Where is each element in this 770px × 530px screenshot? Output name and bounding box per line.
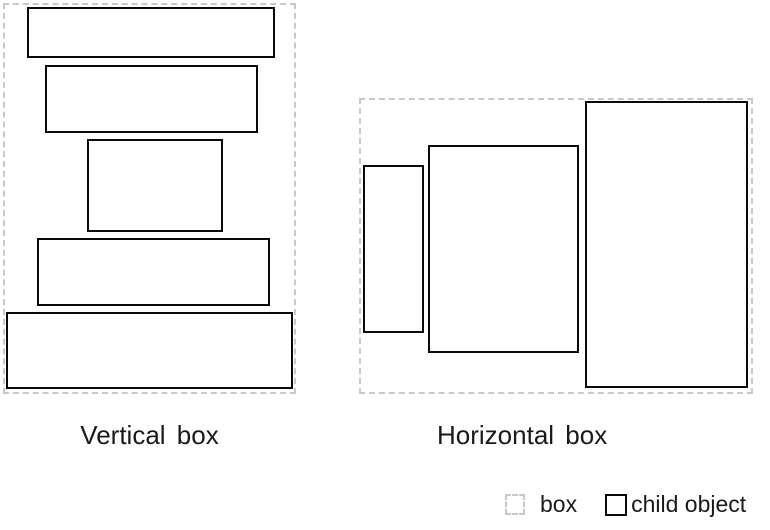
child-object-swatch-icon	[605, 493, 628, 516]
horizontal-box	[359, 98, 753, 394]
vertical-box-label: Vertical box	[80, 420, 219, 450]
legend: box child object	[505, 491, 746, 518]
horizontal-box-label: Horizontal box	[437, 420, 608, 450]
box-legend-label: box	[540, 491, 578, 517]
vertical-box	[3, 3, 296, 394]
child-object-legend-label: child object	[631, 491, 747, 517]
box-swatch-icon	[505, 494, 525, 515]
